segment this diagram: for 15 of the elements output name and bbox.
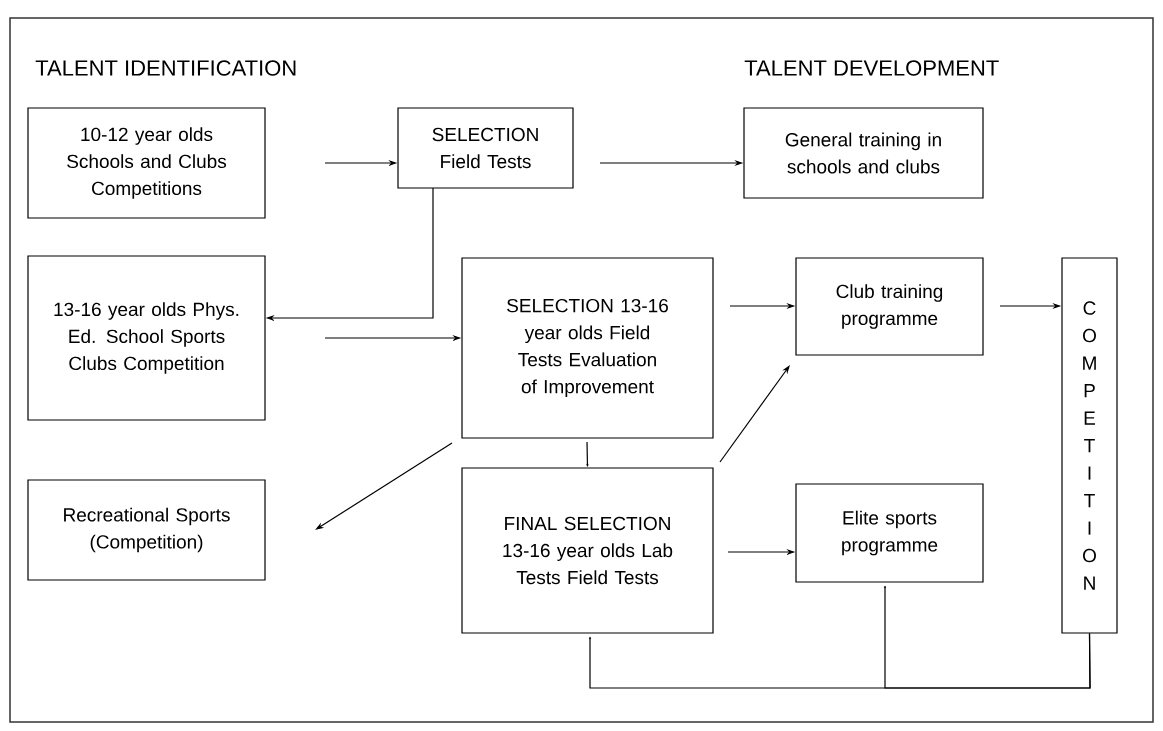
selection-box: SELECTION 13-16 year olds Field Tests Evaluation of Improvement bbox=[461, 257, 714, 439]
process-box: Recreational Sports (Competition) bbox=[27, 479, 266, 581]
arrow bbox=[883, 585, 1091, 689]
arrow bbox=[586, 441, 589, 467]
section-heading: TALENT DEVELOPMENT bbox=[744, 60, 999, 76]
selection-box: SELECTION Field Tests bbox=[397, 107, 574, 189]
process-box: Club training programme bbox=[795, 257, 984, 356]
process-box: 10-12 year olds Schools and Clubs Competitions bbox=[27, 107, 266, 219]
competition-bar: COMPETITION bbox=[1061, 257, 1118, 634]
process-box: General training in schools and clubs bbox=[743, 107, 984, 199]
process-box: Elite sports programme bbox=[795, 483, 984, 583]
section-heading: TALENT IDENTIFICATION bbox=[35, 60, 296, 76]
process-box: 13-16 year olds Phys. Ed. School Sports Clubs Competition bbox=[27, 255, 266, 421]
arrow bbox=[719, 365, 790, 463]
selection-box: FINAL SELECTION 13-16 year olds Lab Tests Field Tests bbox=[461, 467, 714, 634]
